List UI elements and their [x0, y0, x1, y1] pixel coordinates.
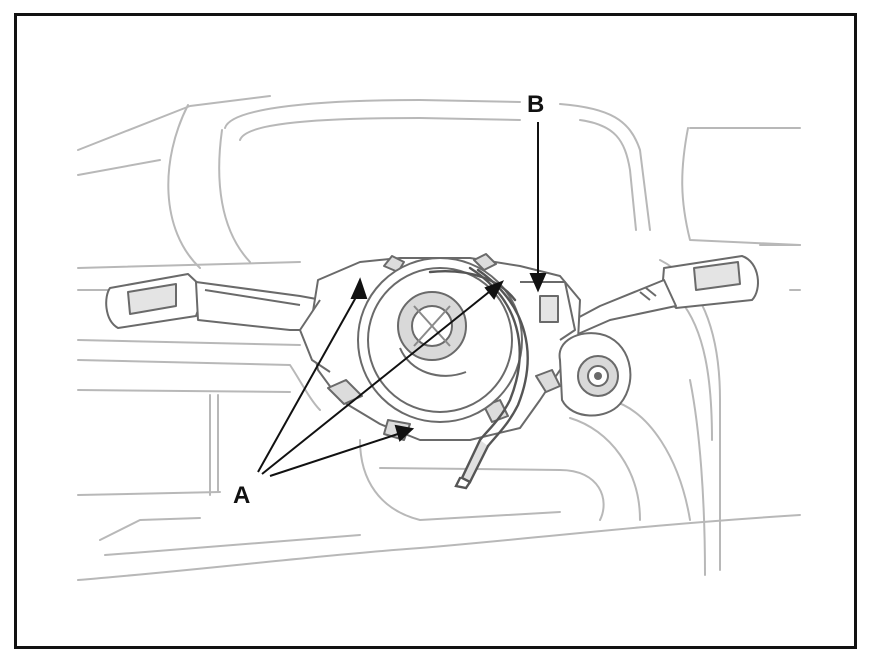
- callout-label-a: A: [233, 482, 251, 509]
- wire-harness: [428, 266, 529, 490]
- clock-spring-assembly: [357, 257, 523, 423]
- callout-a-leaders: [257, 277, 505, 477]
- ignition-lock-cylinder: [558, 332, 632, 417]
- callout-b-leader: [529, 122, 547, 293]
- dashboard-background-outline: [77, 95, 801, 581]
- callout-label-b: B: [527, 91, 545, 118]
- left-lever-stalk: [105, 273, 323, 331]
- right-lever-stalk: [569, 255, 759, 335]
